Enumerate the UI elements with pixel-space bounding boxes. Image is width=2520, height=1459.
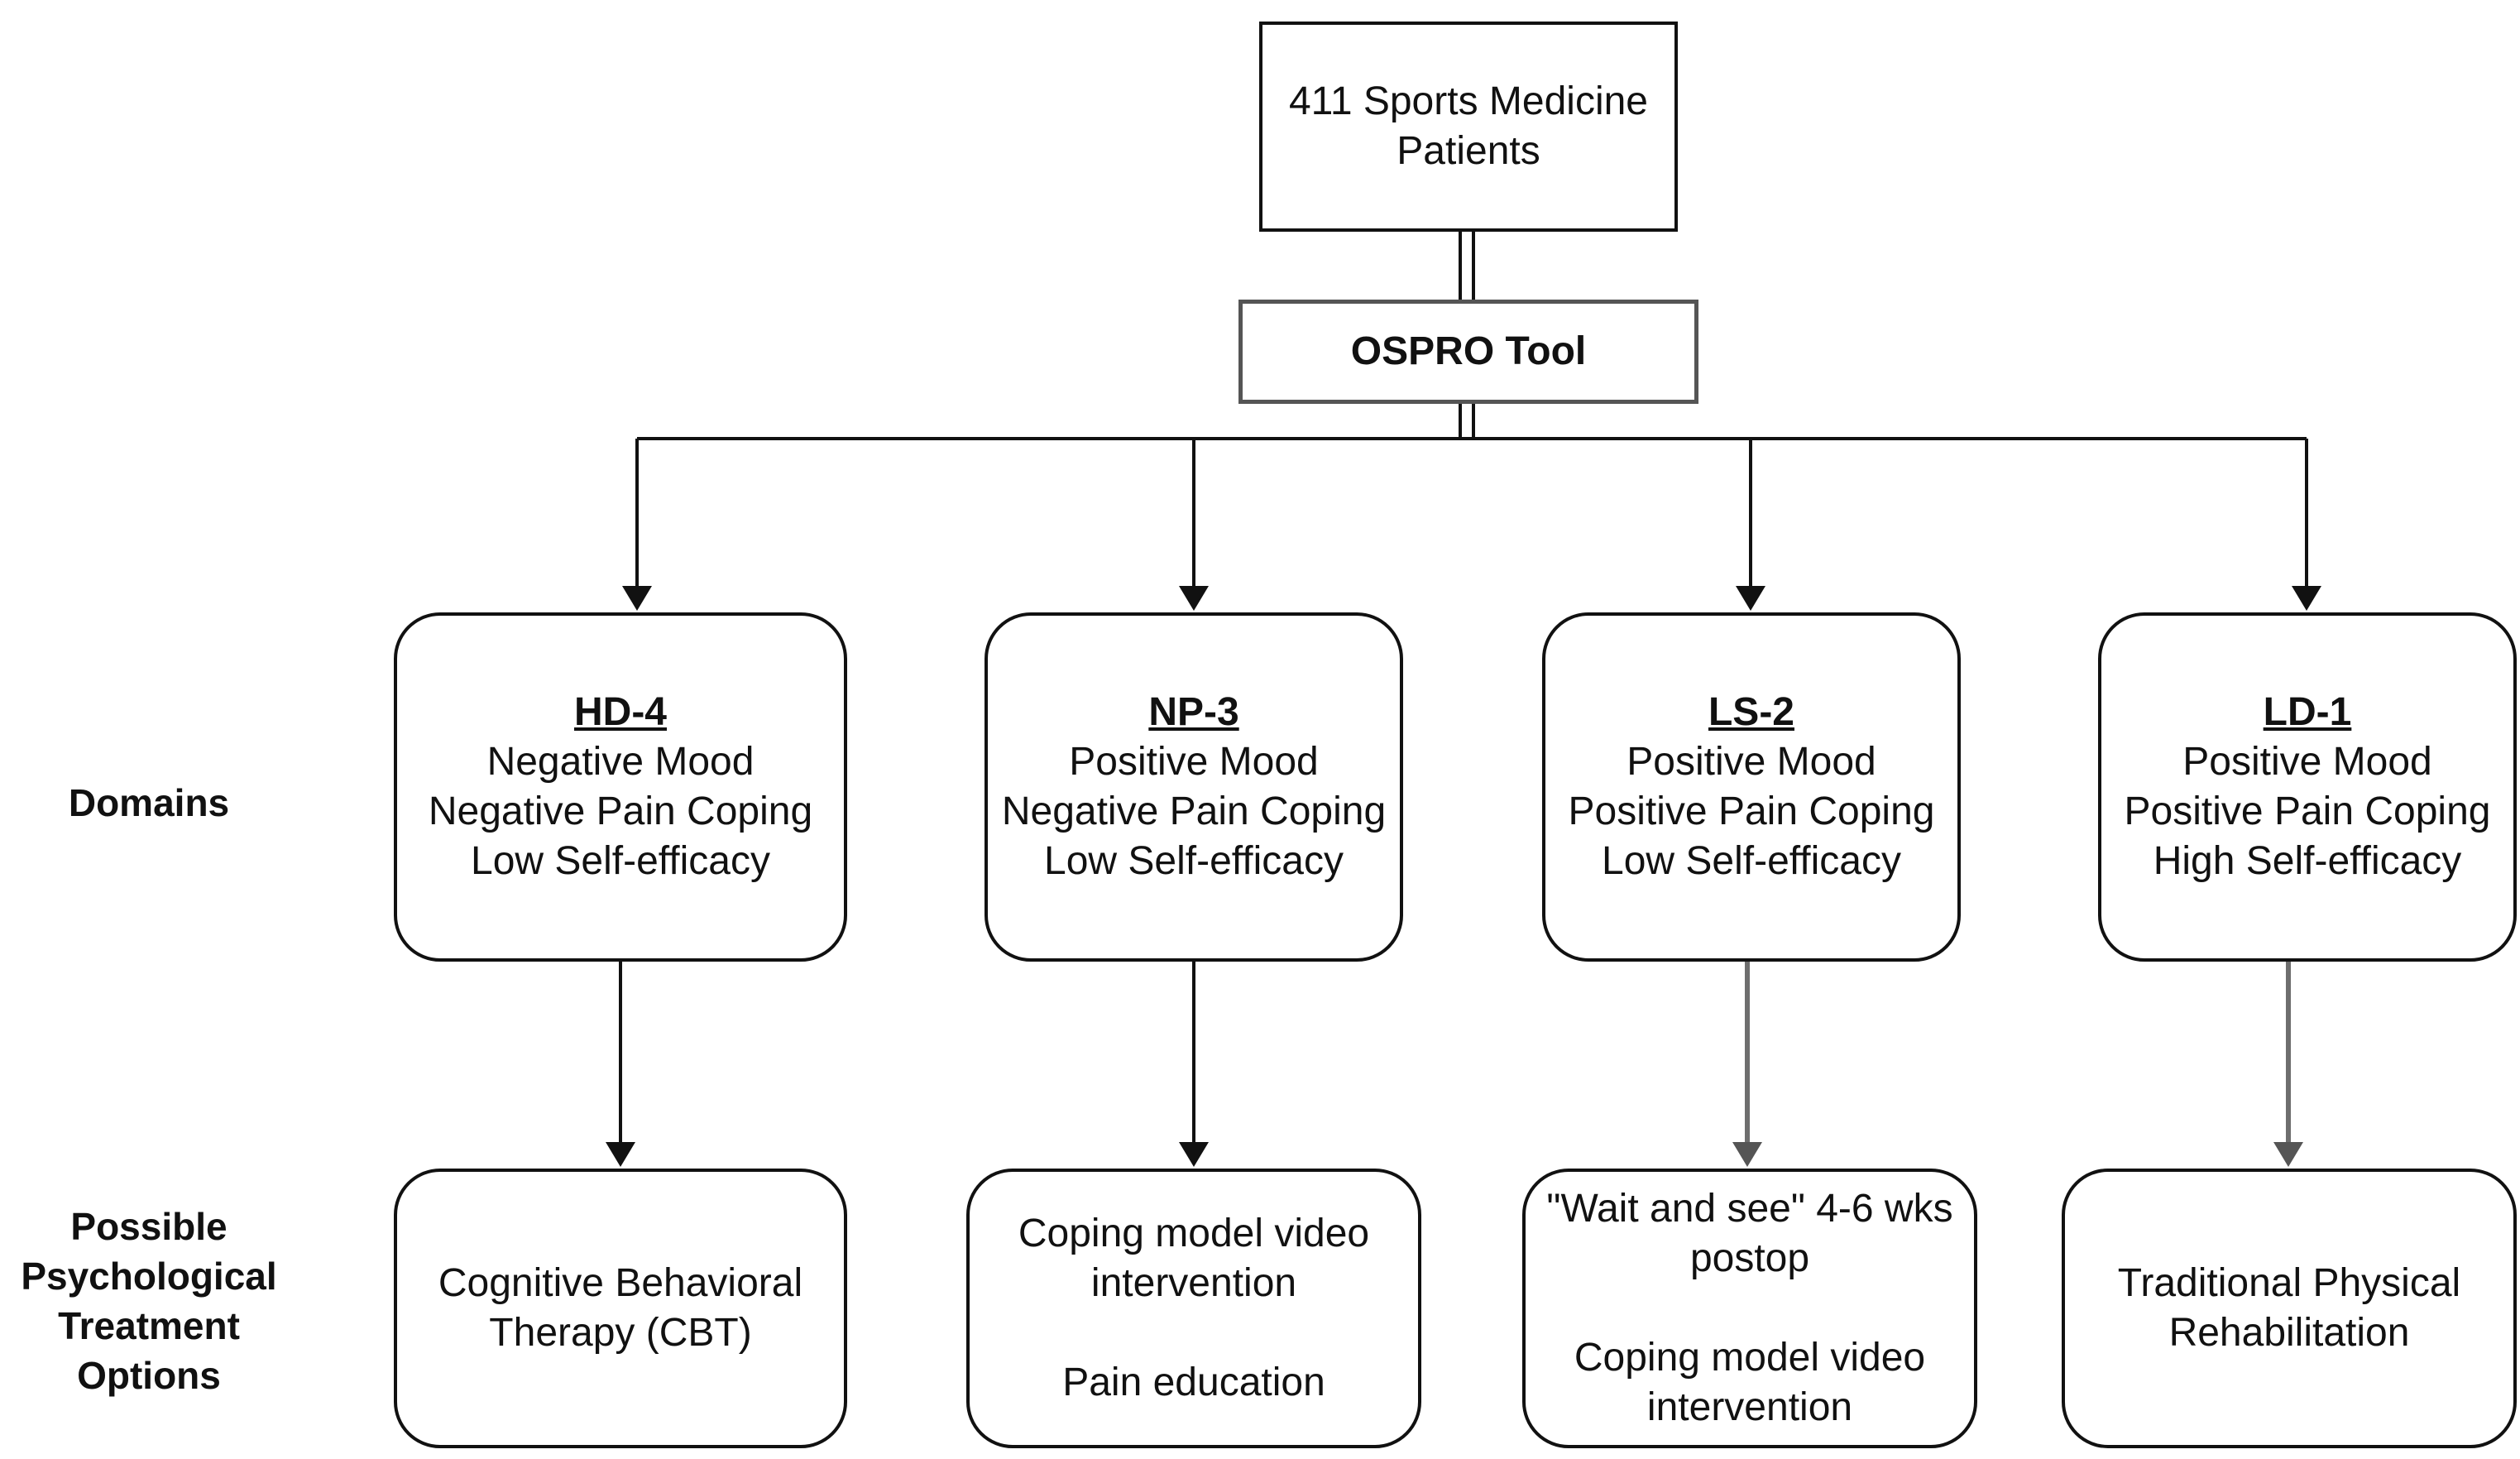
arrowhead-np3 (1179, 586, 1209, 611)
domains-label-text: Domains (68, 781, 230, 824)
domain-drop-arrows (622, 439, 2321, 611)
domain-code-hd4: HD-4 (573, 690, 667, 734)
treatment-wait-line-2: postop (1689, 1236, 1810, 1280)
domain-code-np3: NP-3 (1148, 690, 1239, 734)
domain-ls2-self-efficacy: Low Self-efficacy (1602, 839, 1901, 883)
treatment-rehab-line-1: Traditional Physical (2117, 1261, 2461, 1305)
domain-ld1-self-efficacy: High Self-efficacy (2153, 839, 2462, 883)
domain-hd4-self-efficacy: Low Self-efficacy (471, 839, 770, 883)
arrowhead-video (1179, 1142, 1209, 1167)
treatment-cbt-line-1: Cognitive Behavioral (438, 1261, 803, 1305)
domain-node-np3: NP-3 Positive Mood Negative Pain Coping … (985, 612, 1403, 962)
domain-ld1-pain-coping: Positive Pain Coping (2124, 789, 2491, 833)
ospro-tool-node: OSPRO Tool (1238, 300, 1698, 404)
row-label-domains: Domains (33, 778, 265, 828)
domain-hd4-mood: Negative Mood (486, 740, 755, 784)
treatment-video-line-1: Coping model video (1018, 1212, 1370, 1255)
arrowhead-rehab (2273, 1142, 2303, 1167)
domain-ls2-pain-coping: Positive Pain Coping (1568, 789, 1935, 833)
treatment-cbt-line-2: Therapy (CBT) (489, 1311, 752, 1355)
domain-code-ld1: LD-1 (2263, 690, 2352, 734)
arrowhead-ls2 (1736, 586, 1765, 611)
treatment-node-video-education: Coping model video intervention Pain edu… (966, 1169, 1421, 1448)
treatment-label-line-2: Psychological (21, 1255, 277, 1298)
treatment-wait-line-1: "Wait and see" 4-6 wks (1546, 1187, 1953, 1231)
domain-ld1-mood: Positive Mood (2182, 740, 2432, 784)
treatment-label-line-4: Options (77, 1354, 221, 1397)
arrowhead-cbt (606, 1142, 635, 1167)
treatment-label-line-3: Treatment (58, 1304, 240, 1347)
arrowhead-wait (1732, 1142, 1762, 1167)
domain-np3-mood: Positive Mood (1069, 740, 1319, 784)
domain-hd4-pain-coping: Negative Pain Coping (428, 789, 813, 833)
arrowhead-ld1 (2292, 586, 2321, 611)
domain-np3-pain-coping: Negative Pain Coping (1001, 789, 1387, 833)
domain-node-hd4: HD-4 Negative Mood Negative Pain Coping … (394, 612, 847, 962)
treatment-wait-video-line-2: intervention (1646, 1385, 1853, 1429)
patients-line-2: Patients (1397, 129, 1540, 173)
treatment-label-line-1: Possible (70, 1205, 228, 1248)
treatment-education-line: Pain education (1062, 1361, 1325, 1404)
treatment-rehab-line-2: Rehabilitation (2168, 1311, 2410, 1355)
treatment-video-line-2: intervention (1090, 1261, 1297, 1305)
patients-node: 411 Sports Medicine Patients (1259, 22, 1678, 232)
patients-line-1: 411 Sports Medicine (1288, 79, 1648, 123)
ospro-tool-label: OSPRO Tool (1350, 329, 1587, 373)
row-label-treatment-options: Possible Psychological Treatment Options (0, 1202, 298, 1400)
treatment-node-wait-and-see: "Wait and see" 4-6 wks postop Coping mod… (1522, 1169, 1977, 1448)
treatment-wait-video-line-1: Coping model video (1574, 1336, 1926, 1380)
domain-ls2-mood: Positive Mood (1627, 740, 1876, 784)
treatment-node-rehabilitation: Traditional Physical Rehabilitation (2062, 1169, 2517, 1448)
domain-code-ls2: LS-2 (1708, 690, 1794, 734)
domain-np3-self-efficacy: Low Self-efficacy (1044, 839, 1344, 883)
domain-node-ls2: LS-2 Positive Mood Positive Pain Coping … (1542, 612, 1961, 962)
treatment-arrows (606, 962, 2303, 1167)
arrowhead-hd4 (622, 586, 652, 611)
treatment-node-cbt: Cognitive Behavioral Therapy (CBT) (394, 1169, 847, 1448)
domain-node-ld1: LD-1 Positive Mood Positive Pain Coping … (2098, 612, 2517, 962)
